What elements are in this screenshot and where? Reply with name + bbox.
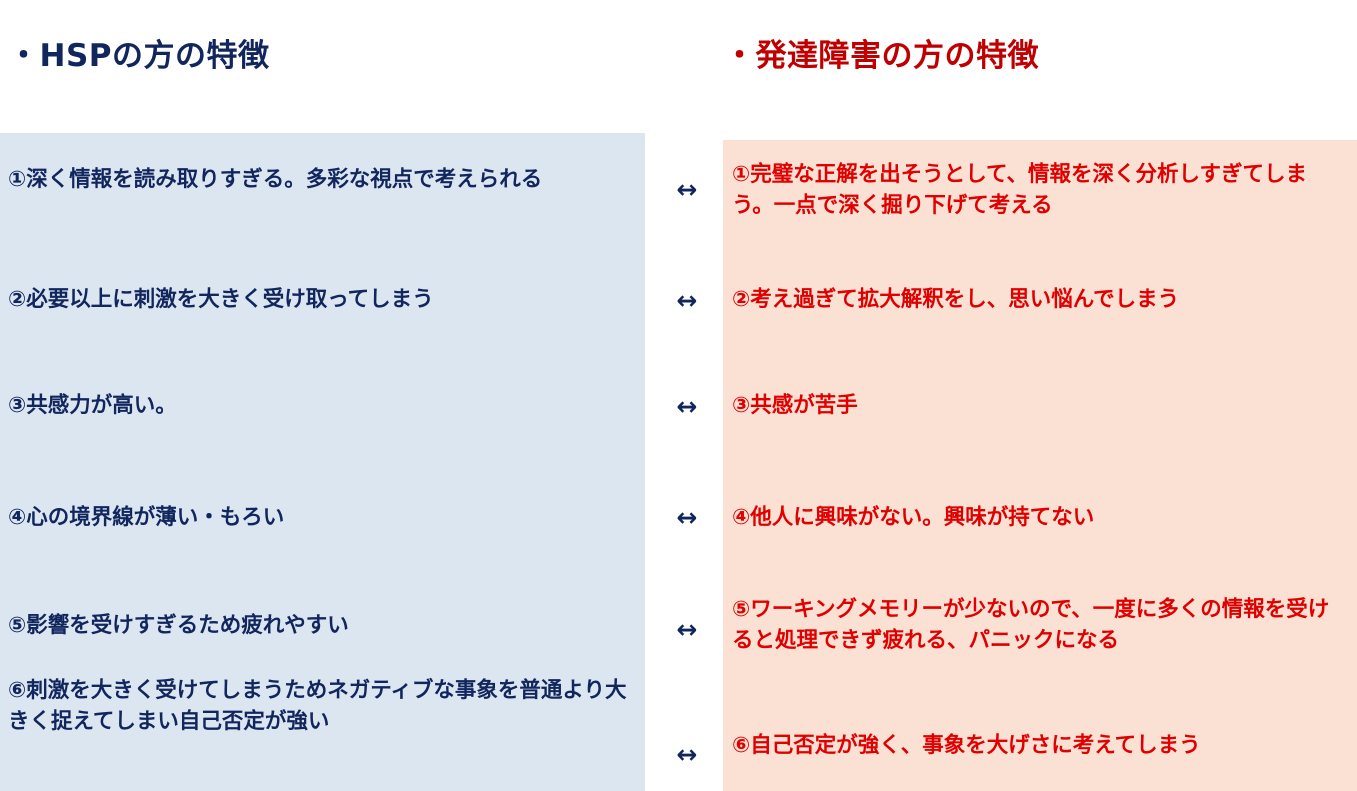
page-title-developmental-disorder: ・発達障害の方の特徴 bbox=[724, 38, 1039, 74]
bidirectional-arrow-icon-4: ↔ bbox=[676, 503, 698, 532]
hsp-item-5: ⑤影響を受けすぎるため疲れやすい bbox=[8, 613, 349, 638]
bidirectional-arrow-icon-2: ↔ bbox=[676, 286, 698, 315]
hsp-item-6: ⑥刺激を大きく受けてしまうためネガティブな事象を普通より大きく捉えてしまい自己否… bbox=[8, 678, 627, 734]
bidirectional-arrow-icon-6: ↔ bbox=[676, 740, 698, 769]
dd-item-5: ⑤ワーキングメモリーが少ないので、一度に多くの情報を受けると処理できず疲れる、パ… bbox=[732, 597, 1330, 653]
dd-item-2: ②考え過ぎて拡大解釈をし、思い悩んでしまう bbox=[732, 287, 1180, 312]
dd-item-3: ③共感が苦手 bbox=[732, 393, 858, 418]
hsp-panel: ①深く情報を読み取りすぎる。多彩な視点で考えられる ②必要以上に刺激を大きく受け… bbox=[0, 133, 645, 791]
bidirectional-arrow-icon-3: ↔ bbox=[676, 392, 698, 421]
page-title-hsp: ・HSPの方の特徴 bbox=[8, 38, 270, 74]
bidirectional-arrow-icon-5: ↔ bbox=[676, 615, 698, 644]
hsp-item-3: ③共感力が高い。 bbox=[8, 393, 177, 418]
hsp-item-1: ①深く情報を読み取りすぎる。多彩な視点で考えられる bbox=[8, 167, 543, 192]
developmental-disorder-panel: ①完璧な正解を出そうとして、情報を深く分析しすぎてしまう。一点で深く掘り下げて考… bbox=[723, 140, 1357, 791]
dd-item-6: ⑥自己否定が強く、事象を大げさに考えてしまう bbox=[732, 733, 1201, 758]
hsp-item-4: ④心の境界線が薄い・もろい bbox=[8, 505, 285, 530]
dd-item-4: ④他人に興味がない。興味が持てない bbox=[732, 505, 1095, 530]
hsp-item-2: ②必要以上に刺激を大きく受け取ってしまう bbox=[8, 287, 434, 312]
bidirectional-arrow-icon-1: ↔ bbox=[676, 175, 698, 204]
dd-item-1: ①完璧な正解を出そうとして、情報を深く分析しすぎてしまう。一点で深く掘り下げて考… bbox=[732, 162, 1308, 218]
